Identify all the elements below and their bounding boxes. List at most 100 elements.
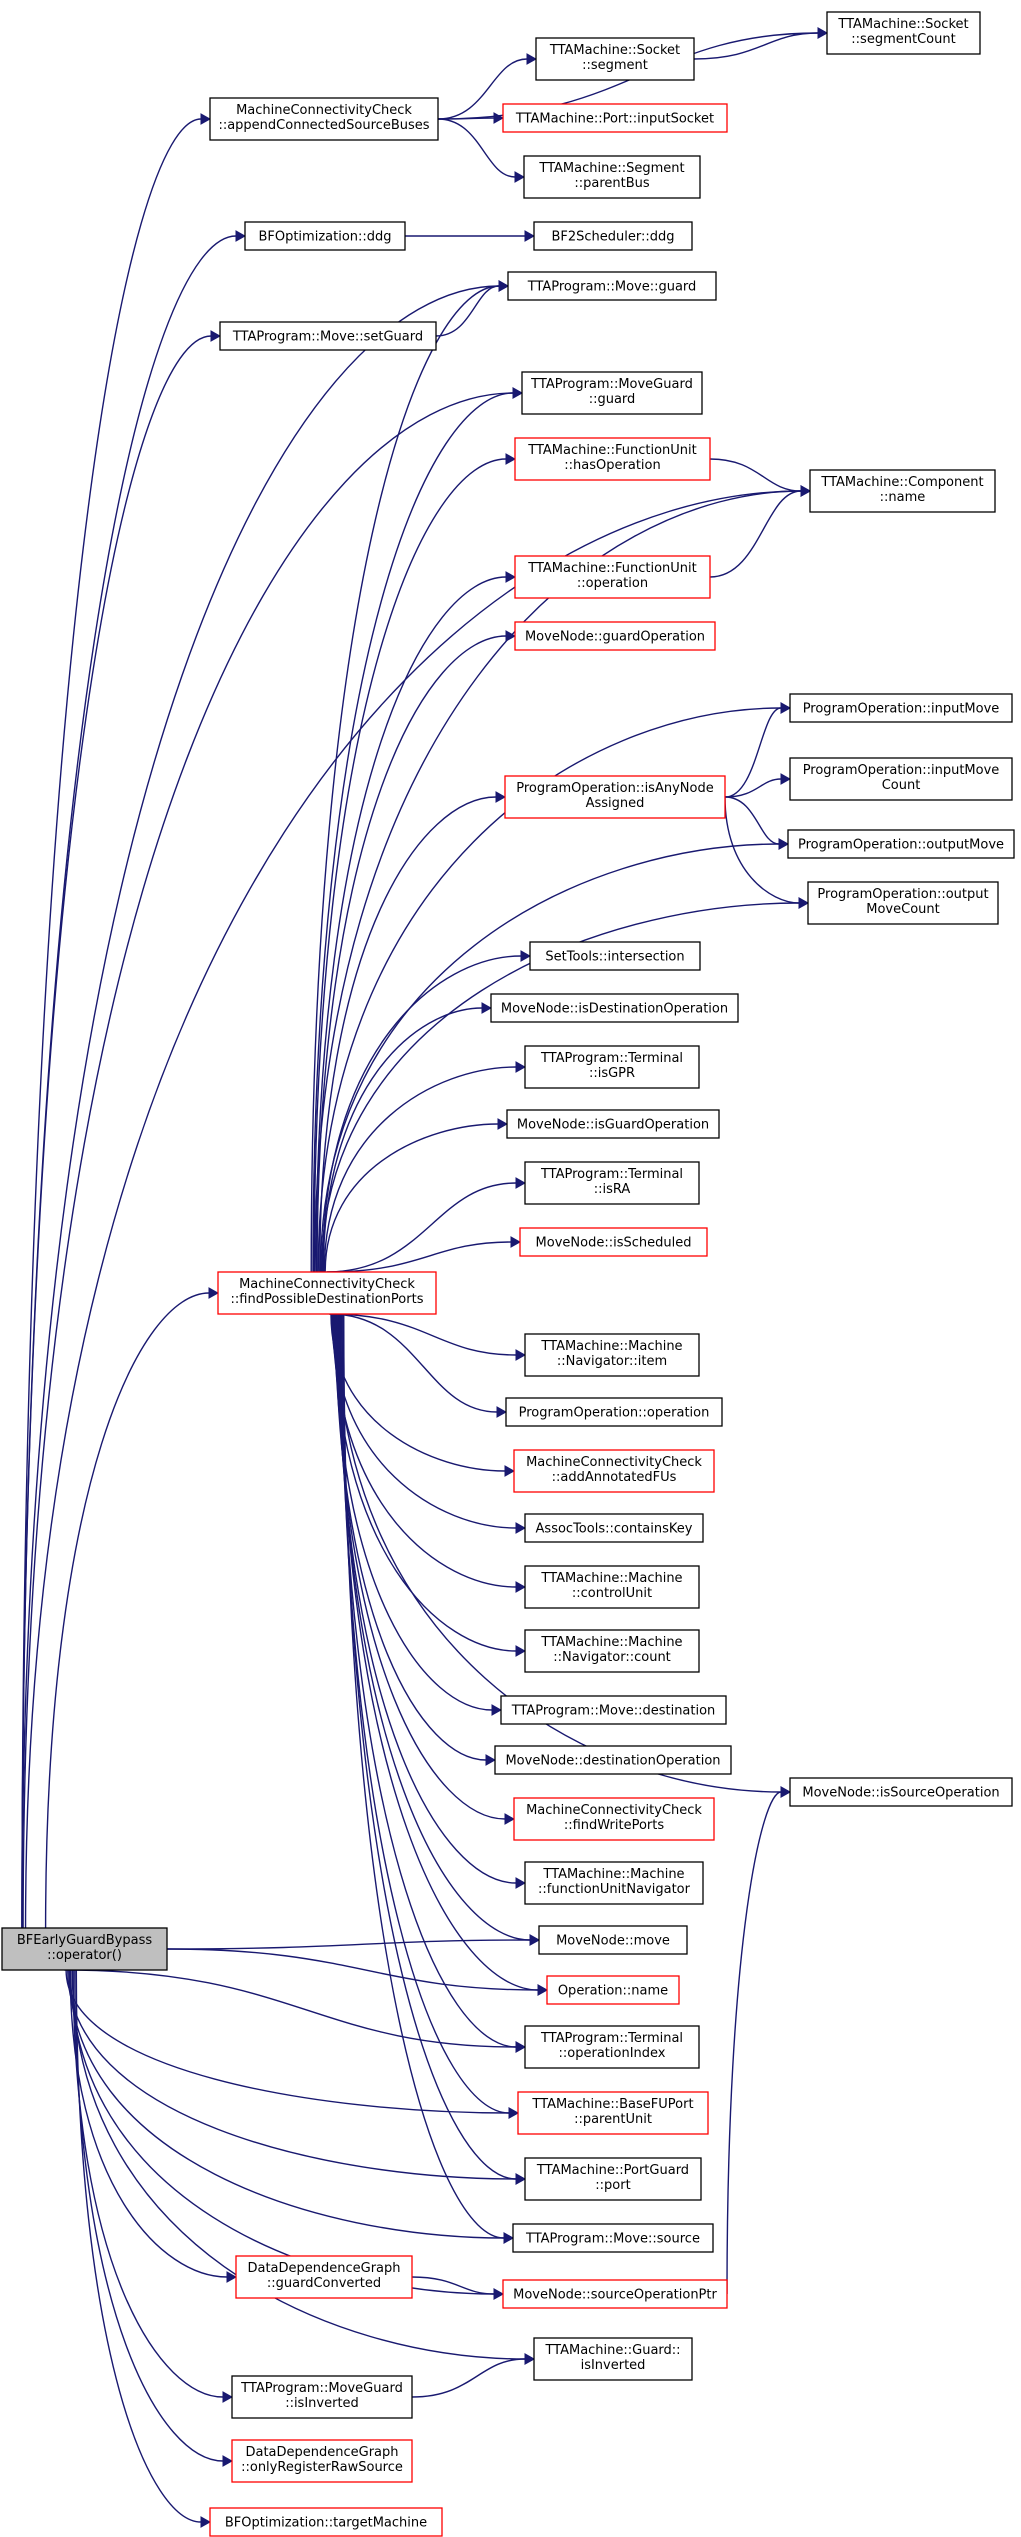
- node-label-line: ::appendConnectedSourceBuses: [218, 118, 429, 133]
- edge-line: [342, 1313, 517, 2180]
- call-edge-mcc_findpossible-to-settools_intersection: [321, 950, 532, 1273]
- node-label-line: ::functionUnitNavigator: [538, 1882, 691, 1897]
- node-label-line: isInverted: [581, 2358, 646, 2373]
- edge-line: [724, 707, 782, 798]
- node-fu_hasop[interactable]: TTAMachine::FunctionUnit::hasOperation: [514, 437, 711, 481]
- node-label-line: ProgramOperation::operation: [519, 1406, 710, 1421]
- node-box: [529, 941, 701, 971]
- node-label-line: BFOptimization::targetMachine: [225, 2516, 427, 2531]
- node-box: [506, 1109, 720, 1139]
- node-box: [524, 1045, 700, 1089]
- node-po_outputmove[interactable]: ProgramOperation::outputMove: [787, 829, 1015, 859]
- node-portguard_port[interactable]: TTAMachine::PortGuard::port: [524, 2157, 702, 2201]
- node-nav_count[interactable]: TTAMachine::Machine::Navigator::count: [524, 1629, 700, 1673]
- arrowhead-icon: [780, 702, 792, 714]
- arrowhead-icon: [510, 1236, 522, 1248]
- node-nav_item[interactable]: TTAMachine::Machine::Navigator::item: [524, 1333, 700, 1377]
- edge-line: [312, 392, 514, 1273]
- edge-line: [64, 1969, 517, 2048]
- edge-line: [22, 392, 514, 1929]
- node-root: BFEarlyGuardBypass::operator(): [1, 1927, 168, 1971]
- call-edge-mcc_findpossible-to-po_operation: [329, 1313, 508, 1418]
- call-edge-root-to-mn_sourceopptr: [69, 1969, 505, 2300]
- node-po_inputmove[interactable]: ProgramOperation::inputMove: [789, 693, 1013, 723]
- node-box: [209, 2507, 443, 2537]
- node-label-line: MoveNode::guardOperation: [525, 630, 705, 645]
- edge-line: [332, 1313, 517, 1588]
- edge-line: [327, 1241, 512, 1273]
- node-port_inputsocket[interactable]: TTAMachine::Port::inputSocket: [502, 103, 728, 133]
- node-label-line: ::operator(): [47, 1948, 122, 1963]
- node-segment_parentbus[interactable]: TTAMachine::Segment::parentBus: [523, 155, 701, 199]
- node-mn_isguardop[interactable]: MoveNode::isGuardOperation: [506, 1109, 720, 1139]
- node-mcc_addannotated[interactable]: MachineConnectivityCheck::addAnnotatedFU…: [513, 1449, 715, 1493]
- node-label-line: MachineConnectivityCheck: [526, 1803, 702, 1818]
- node-label-line: ::findPossibleDestinationPorts: [231, 1292, 424, 1307]
- node-move_source[interactable]: TTAProgram::Move::source: [512, 2223, 714, 2253]
- arrowhead-icon: [515, 2041, 527, 2053]
- node-bfopt_ddg[interactable]: BFOptimization::ddg: [244, 221, 406, 251]
- node-box: [494, 1745, 732, 1775]
- arrowhead-icon: [515, 1581, 527, 1593]
- edge-line: [709, 490, 802, 578]
- node-mcc_findpossible[interactable]: MachineConnectivityCheck::findPossibleDe…: [217, 1271, 437, 1315]
- edge-line: [166, 1939, 531, 1950]
- node-basefu_parentunit[interactable]: TTAMachine::BaseFUPort::parentUnit: [517, 2091, 709, 2135]
- node-machine_funav[interactable]: TTAMachine::Machine::functionUnitNavigat…: [524, 1861, 704, 1905]
- node-label-line: TTAProgram::Terminal: [540, 1051, 683, 1066]
- node-mn_sourceopptr[interactable]: MoveNode::sourceOperationPtr: [502, 2279, 728, 2309]
- node-box: [524, 1565, 700, 1609]
- node-fu_operation[interactable]: TTAMachine::FunctionUnit::operation: [514, 555, 711, 599]
- node-box: [502, 2279, 728, 2309]
- node-socket_segcount[interactable]: TTAMachine::Socket::segmentCount: [826, 11, 981, 55]
- edge-line: [321, 955, 522, 1273]
- node-label-line: Count: [882, 778, 921, 793]
- node-bfopt_targetmachine[interactable]: BFOptimization::targetMachine: [209, 2507, 443, 2537]
- node-label-line: MoveCount: [866, 902, 939, 917]
- arrowhead-icon: [505, 453, 517, 465]
- node-mn_isscheduled[interactable]: MoveNode::isScheduled: [519, 1227, 708, 1257]
- node-move_guard[interactable]: TTAProgram::Move::guard: [507, 271, 717, 301]
- edge-line: [44, 1292, 210, 1929]
- node-settools_intersection[interactable]: SetTools::intersection: [529, 941, 701, 971]
- edge-line: [316, 635, 507, 1273]
- node-socket_segment[interactable]: TTAMachine::Socket::segment: [535, 37, 695, 81]
- node-box: [809, 469, 996, 513]
- edge-line: [329, 1313, 498, 1413]
- node-label-line: BFEarlyGuardBypass: [17, 1933, 152, 1948]
- node-po_operation[interactable]: ProgramOperation::operation: [505, 1397, 723, 1427]
- node-mn_issourceop[interactable]: MoveNode::isSourceOperation: [789, 1777, 1013, 1807]
- node-mn_guardop[interactable]: MoveNode::guardOperation: [514, 621, 716, 651]
- node-ddg_onlyreg[interactable]: DataDependenceGraph::onlyRegisterRawSour…: [231, 2439, 413, 2483]
- node-machine_controlunit[interactable]: TTAMachine::Machine::controlUnit: [524, 1565, 700, 1609]
- node-mn_destop[interactable]: MoveNode::destinationOperation: [494, 1745, 732, 1775]
- node-mn_move[interactable]: MoveNode::move: [538, 1925, 688, 1955]
- node-mn_isdestop[interactable]: MoveNode::isDestinationOperation: [490, 993, 739, 1023]
- node-box: [546, 1975, 680, 2005]
- node-move_setguard[interactable]: TTAProgram::Move::setGuard: [219, 321, 437, 351]
- node-moveguard_isinverted[interactable]: TTAProgram::MoveGuard::isInverted: [231, 2375, 413, 2419]
- node-mcc_append[interactable]: MachineConnectivityCheck::appendConnecte…: [209, 97, 439, 141]
- node-box: [219, 321, 437, 351]
- node-term_isgpr[interactable]: TTAProgram::Terminal::isGPR: [524, 1045, 700, 1089]
- node-term_isra[interactable]: TTAProgram::Terminal::isRA: [524, 1161, 700, 1205]
- node-guard_isinverted[interactable]: TTAMachine::Guard::isInverted: [533, 2337, 693, 2381]
- node-assoc_containskey[interactable]: AssocTools::containsKey: [524, 1513, 704, 1543]
- node-mcc_findwrite[interactable]: MachineConnectivityCheck::findWritePorts: [513, 1797, 715, 1841]
- node-component_name[interactable]: TTAMachine::Component::name: [809, 469, 996, 513]
- node-operation_name[interactable]: Operation::name: [546, 1975, 680, 2005]
- node-move_destination[interactable]: TTAProgram::Move::destination: [500, 1695, 727, 1725]
- node-box: [235, 2255, 413, 2299]
- call-edges: [21, 27, 829, 2528]
- node-moveguard_guard[interactable]: TTAProgram::MoveGuard::guard: [521, 371, 703, 415]
- node-ddg_guardconv[interactable]: DataDependenceGraph::guardConverted: [235, 2255, 413, 2299]
- arrowhead-icon: [504, 1813, 516, 1825]
- edge-line: [69, 1969, 495, 2295]
- node-term_opindex[interactable]: TTAProgram::Terminal::operationIndex: [524, 2025, 700, 2069]
- call-edge-root-to-bfopt_ddg: [21, 230, 247, 1929]
- node-bf2_ddg[interactable]: BF2Scheduler::ddg: [533, 221, 693, 251]
